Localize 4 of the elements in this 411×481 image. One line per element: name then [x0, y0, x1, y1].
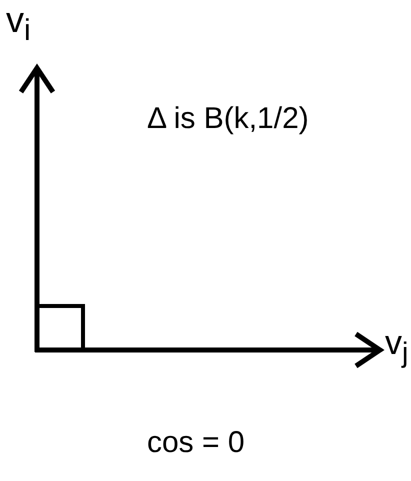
- annotation-text: Δ is B(k,1/2): [147, 104, 309, 134]
- vector-label: v$_{j}$: [385, 326, 408, 368]
- vector-label: v$_{i}$: [6, 2, 31, 46]
- equation-text: cos = 0: [147, 428, 245, 458]
